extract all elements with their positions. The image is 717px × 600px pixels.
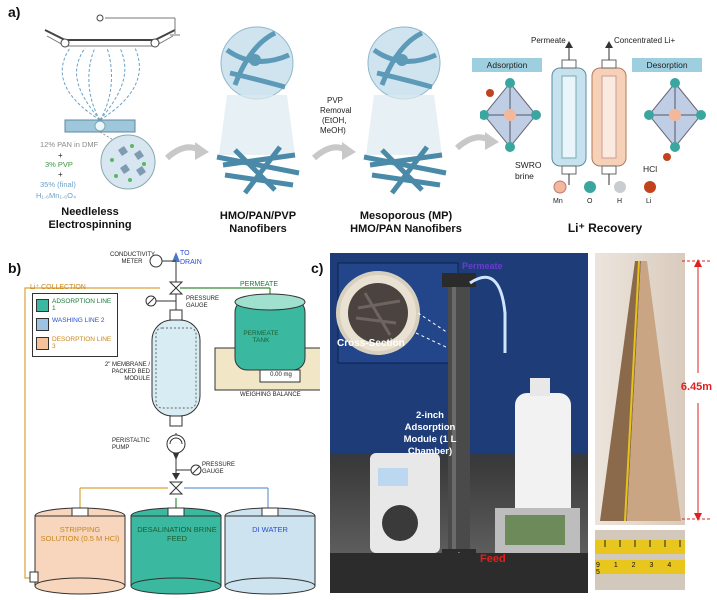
pressure-gauge-top-label: PRESSURE GAUGE: [186, 296, 220, 309]
cross-section-label: Cross-Section: [337, 338, 405, 349]
arrow-icon: [165, 142, 209, 161]
permeate-label-a: Permeate: [531, 36, 566, 45]
tank-di-label: DI WATER: [252, 525, 288, 534]
swro-brine-label: SWRO brine: [515, 160, 542, 181]
composition-pan: 12% PAN in DMF: [40, 140, 99, 149]
panel-c-letter: c): [311, 260, 324, 276]
adsorption-module-photo: [330, 253, 588, 593]
solution-magnified-circle: [100, 134, 156, 190]
to-drain-label: TO DRAIN: [180, 250, 202, 266]
legend-mn: Mn: [553, 198, 563, 205]
legend-swatch-desorption: [36, 337, 49, 350]
composition-pvp: 3% PVP: [45, 160, 73, 169]
legend-desorption: DESORPTION LINE 3: [52, 336, 112, 350]
pvp-removal-3: (EtOH,: [322, 116, 347, 125]
pvp-removal-4: MeOH): [320, 126, 346, 135]
legend-swatch-adsorption: [36, 299, 49, 312]
length-dimension-line: [682, 259, 710, 521]
flow-schematic: [24, 252, 320, 595]
legend-o: O: [587, 198, 593, 205]
pvp-removal-1: PVP: [327, 96, 344, 105]
tank-brine-label: DESALINATION BRINE FEED: [137, 525, 217, 543]
nanofiber-pvp-illustration: [216, 26, 300, 195]
peristaltic-pump-label: PERISTALTIC PUMP: [112, 438, 150, 451]
element-legend: [553, 180, 656, 194]
arrow-icon: [312, 142, 356, 161]
step2-title: HMO/PAN/PVP Nanofibers: [219, 210, 297, 235]
legend-h: H: [617, 198, 623, 205]
panel-a-letter: a): [8, 4, 21, 20]
balance-reading: 0.00 mg: [270, 372, 292, 378]
permeate-photo-label: Permeate: [462, 261, 503, 271]
permeate-label-b: PERMEATE: [240, 281, 278, 288]
li-recovery-schematic: [480, 41, 706, 185]
trough-photo: [595, 253, 685, 525]
ruler-numbers: 9 1 2 3 4 5: [596, 562, 678, 576]
desorption-banner: Desorption: [632, 58, 702, 72]
arrow-icon: [455, 132, 499, 151]
panel-b-letter: b): [8, 260, 22, 276]
legend-swatch-washing: [36, 318, 49, 331]
feed-label: Feed: [480, 553, 506, 565]
length-label: 6.45m: [680, 381, 713, 393]
tank-stripping-label: STRIPPING SOLUTION (0.5 M HCl): [40, 525, 120, 543]
permeate-tank-label: PERMEATE TANK: [243, 330, 279, 344]
module-label: 2-inch Adsorption Module (1 L Chamber): [403, 410, 457, 457]
composition-hmo: H₁.₆Mn₁.₆O₄: [36, 191, 77, 200]
legend-washing: WASHING LINE 2: [52, 317, 105, 324]
weighing-balance-label: WEIGHING BALANCE: [240, 392, 301, 398]
step3-title: Mesoporous (MP) HMO/PAN Nanofibers: [350, 210, 462, 235]
legend-li: Li: [646, 198, 652, 205]
composition-plus-2: +: [58, 170, 63, 179]
pvp-removal-2: Removal: [320, 106, 352, 115]
concentrated-li-label: Concentrated Li+: [614, 36, 676, 45]
step1-title: Needleless Electrospinning: [48, 206, 132, 231]
li-collection-label: Li⁺ COLLECTION: [30, 284, 86, 291]
legend-adsorption: ADSORPTION LINE 1: [52, 298, 112, 312]
ruler-photo: [595, 530, 685, 590]
hcl-label-a: HCl: [643, 164, 658, 174]
pressure-gauge-bottom-label: PRESSURE GAUGE: [202, 462, 236, 475]
electrospinning-illustration: [44, 14, 180, 151]
composition-plus-1: +: [58, 151, 63, 160]
composition-final: 35% (final): [40, 180, 76, 189]
membrane-module-label: 2" MEMBRANE / PACKED BED MODULE: [104, 362, 150, 382]
step4-title: Li⁺ Recovery: [567, 221, 643, 235]
nanofiber-mesoporous-illustration: [363, 26, 447, 195]
adsorption-banner: Adsorption: [472, 58, 542, 72]
conductivity-meter-label: CONDUCTIVITY METER: [110, 252, 155, 265]
